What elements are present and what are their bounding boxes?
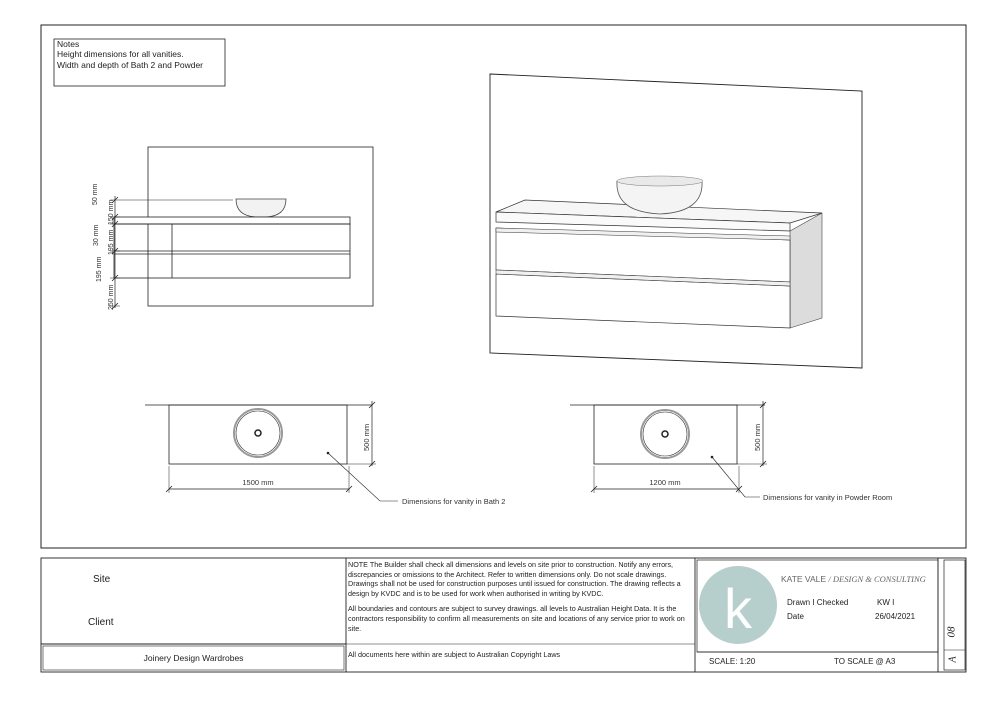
basin-elevation [235,198,287,218]
company-sub: DESIGN & CONSULTING [832,574,926,584]
note-para-2: All boundaries and contours are subject … [348,604,685,633]
notes-line-1: Height dimensions for all vanities. [57,49,184,59]
sheet-size: A [947,656,959,663]
date-label: Date [787,612,804,621]
company-name: KATE VALE / DESIGN & CONSULTING [781,574,926,584]
drawing-frame [40,24,967,549]
powder-depth-label: 500 mm [753,424,762,451]
notes-line-2: Width and depth of Bath 2 and Powder [57,60,204,70]
dim-195-b: 195 mm [96,257,103,282]
drawn-checked-label: Drawn I Checked [787,598,849,607]
company-separator: / [828,574,833,584]
dim-250: 250 mm [108,285,115,310]
notes-box [53,38,226,87]
builder-note: NOTE The Builder shall check all dimensi… [348,560,693,633]
scale-text: SCALE: 1:20 [709,657,756,666]
plan-powder-room: 1200 mm 500 mm Dimensions for vanity in … [570,401,892,502]
site-label: Site [93,574,111,585]
note-para-1: NOTE The Builder shall check all dimensi… [348,560,681,598]
front-elevation: 50 mm 150 mm 30 mm 195 mm 195 mm 250 mm [92,146,374,310]
to-scale-text: TO SCALE @ A3 [834,657,896,666]
date-value: 26/04/2021 [875,612,916,621]
bath2-width-label: 1500 mm [242,478,273,487]
bath2-callout: Dimensions for vanity in Bath 2 [402,497,505,506]
note-para-3: All documents here within are subject to… [348,650,561,659]
company-name-main: KATE VALE [781,574,827,584]
sheet-number: 08 [945,626,958,638]
notes-heading: Notes [57,39,80,49]
title-block-frame [40,557,967,673]
bath2-depth-label: 500 mm [362,424,371,451]
drawing-title: Joinery Design Wardrobes [143,653,244,663]
dim-50: 50 mm [92,183,99,205]
powder-callout: Dimensions for vanity in Powder Room [763,493,892,502]
plan-bath-2: 1500 mm 500 mm Dimensions for vanity in … [145,401,505,506]
notes-text: Notes Height dimensions for all vanities… [57,39,225,71]
logo-circle [699,566,777,644]
dim-30: 30 mm [93,224,100,246]
vanity-render [489,73,863,369]
dim-150: 150 mm [108,200,115,225]
dim-195-a: 195 mm [108,230,115,255]
logo-letter: k [724,577,753,640]
client-label: Client [88,617,114,628]
drawn-checked-value: KW I [877,598,895,607]
powder-width-label: 1200 mm [649,478,680,487]
